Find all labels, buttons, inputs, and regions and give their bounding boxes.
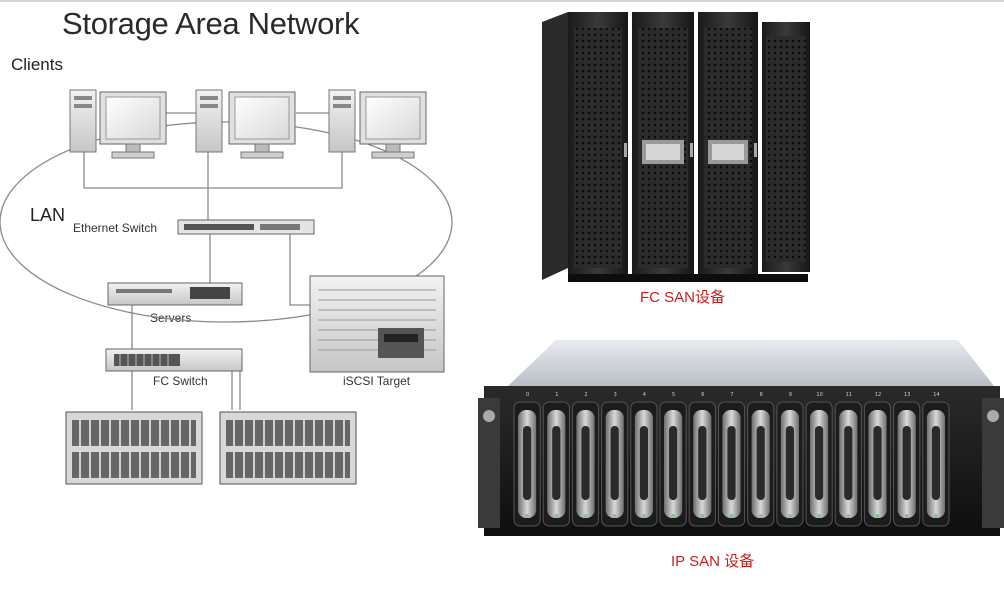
drive-bay-number: 6 bbox=[701, 392, 704, 398]
drive-bay-number: 1 bbox=[555, 392, 558, 398]
fc-san-rack-photo bbox=[542, 12, 810, 282]
drive-bay-number: 9 bbox=[789, 392, 792, 398]
ethernet-switch-label: Ethernet Switch bbox=[73, 221, 158, 235]
drive-bay-number: 7 bbox=[730, 392, 733, 398]
san-diagram: Storage Area Network Clients LAN Etherne… bbox=[0, 0, 470, 591]
fc-switch-label: FC Switch bbox=[153, 374, 208, 388]
ethernet-switch bbox=[177, 219, 315, 235]
drive-bay-number: 11 bbox=[846, 392, 852, 398]
drive-bay: 6 bbox=[688, 392, 716, 527]
iscsi-target-label: iSCSI Target bbox=[343, 374, 411, 388]
drive-bay: 3 bbox=[601, 392, 629, 527]
diagram-title: Storage Area Network bbox=[62, 6, 360, 41]
drive-bay-number: 2 bbox=[584, 392, 587, 398]
drive-bay: 10 bbox=[805, 392, 833, 527]
drive-bay-number: 10 bbox=[816, 392, 822, 398]
servers-label: Servers bbox=[150, 311, 192, 325]
drive-bay: 12 bbox=[863, 392, 892, 527]
iscsi-target bbox=[309, 275, 445, 373]
drive-bay-number: 12 bbox=[875, 392, 881, 398]
storage-array-2 bbox=[219, 411, 357, 485]
lan-ring bbox=[0, 121, 453, 323]
drive-bay-number: 8 bbox=[760, 392, 763, 398]
drive-bay: 5 bbox=[659, 392, 687, 527]
drive-bay-number: 5 bbox=[672, 392, 675, 398]
client-pc-1 bbox=[69, 89, 167, 159]
drive-bay-number: 0 bbox=[526, 392, 529, 398]
drive-bay: 14 bbox=[922, 392, 950, 527]
drive-bay: 9 bbox=[776, 392, 804, 527]
drive-bay: 1 bbox=[542, 392, 570, 527]
drive-bay: 4 bbox=[630, 392, 658, 527]
server-unit bbox=[107, 282, 243, 306]
drive-bay: 0 bbox=[513, 392, 541, 527]
ip-san-caption: IP SAN 设备 bbox=[671, 553, 755, 570]
drive-bay: 7 bbox=[717, 392, 746, 527]
lan-label: LAN bbox=[30, 205, 66, 225]
drive-bay: 13 bbox=[893, 392, 921, 527]
drive-bay: 11 bbox=[834, 392, 862, 527]
network-lines bbox=[83, 112, 343, 410]
client-pc-2 bbox=[195, 89, 296, 159]
client-pc-3 bbox=[328, 89, 427, 159]
clients-label: Clients bbox=[11, 55, 63, 74]
san-diagram-graphics bbox=[0, 89, 453, 485]
top-rule bbox=[0, 0, 1004, 2]
fc-switch bbox=[105, 348, 243, 372]
fc-san-caption: FC SAN设备 bbox=[640, 289, 726, 306]
drive-bay-number: 3 bbox=[614, 392, 617, 398]
drive-bay-number: 4 bbox=[643, 392, 646, 398]
storage-array-1 bbox=[65, 411, 203, 485]
drive-bay: 8 bbox=[747, 392, 775, 527]
drive-bay: 2 bbox=[571, 392, 600, 527]
drive-bay-number: 13 bbox=[904, 392, 910, 398]
drive-bay-number: 14 bbox=[933, 392, 939, 398]
